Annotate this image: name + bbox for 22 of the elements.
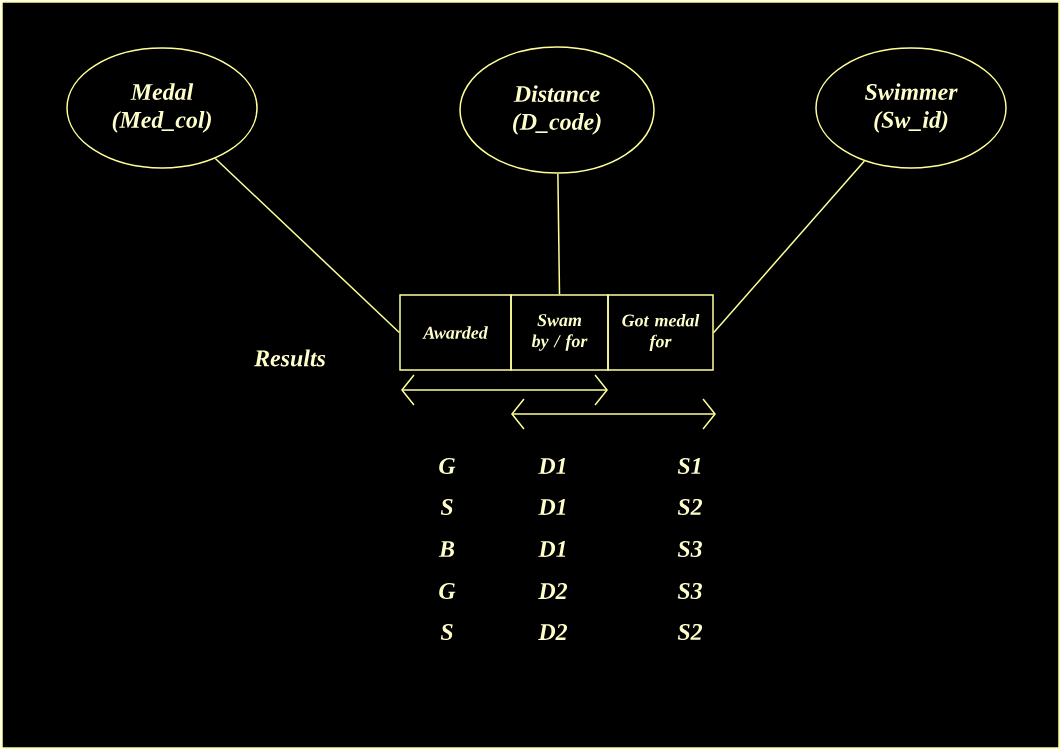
table-value: S3 bbox=[677, 540, 702, 558]
table-value: D1 bbox=[538, 541, 566, 557]
relationship-box: Got medal for bbox=[607, 294, 714, 371]
table-value: G bbox=[439, 582, 456, 600]
table-value: S bbox=[440, 623, 453, 641]
table-value: S bbox=[440, 498, 453, 516]
relationship-name: Results bbox=[254, 349, 326, 367]
table-value: D1 bbox=[538, 499, 566, 515]
table-value: D2 bbox=[538, 624, 568, 640]
table-value: S2 bbox=[677, 623, 703, 641]
table-value: D2 bbox=[538, 583, 568, 599]
table-value: S2 bbox=[677, 498, 703, 516]
relationship-box: Awarded bbox=[399, 294, 512, 371]
table-value: B bbox=[438, 541, 455, 557]
connector-line bbox=[713, 160, 866, 334]
connector-line bbox=[557, 173, 561, 295]
relationship-box: Swam by / for bbox=[510, 294, 609, 371]
table-value: D1 bbox=[538, 458, 566, 474]
table-value: S3 bbox=[677, 582, 702, 600]
connector-line bbox=[214, 157, 400, 334]
table-value: G bbox=[439, 457, 456, 475]
table-value: S1 bbox=[677, 457, 701, 475]
